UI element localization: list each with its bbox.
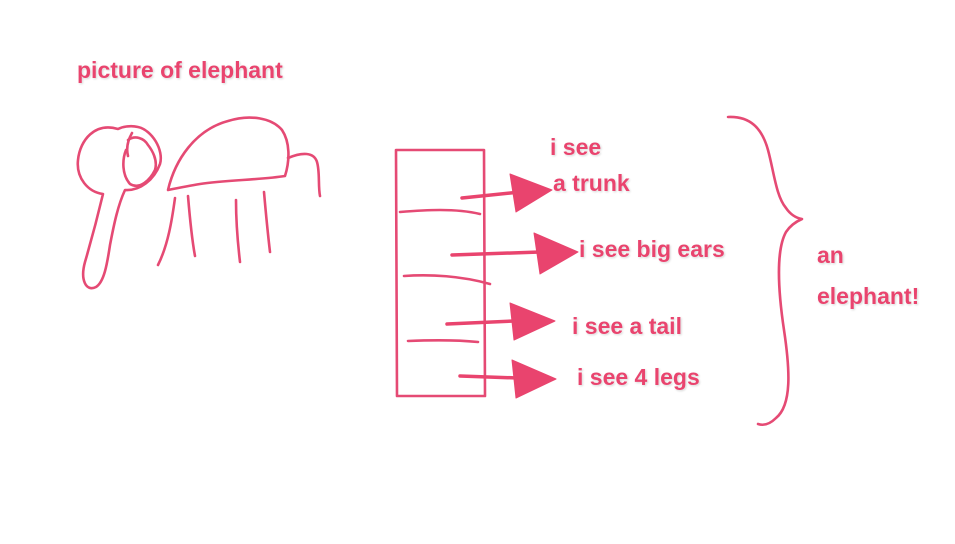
page-title: picture of elephant (77, 57, 283, 83)
feature-label-legs: i see 4 legs (577, 364, 700, 390)
elephant-sketch-icon (76, 116, 322, 290)
feature-label-trunk-line1: i see (550, 134, 602, 160)
feature-label-tail: i see a tail (572, 313, 682, 339)
feature-label-ears: i see big ears (579, 236, 725, 262)
arrow-ears (450, 232, 579, 275)
arrow-trunk (460, 173, 553, 213)
feature-detector-box (394, 148, 492, 398)
arrow-tail (445, 302, 556, 341)
curly-brace-icon (726, 115, 804, 427)
conclusion-line1: an (817, 242, 844, 268)
conclusion-line2: elephant! (817, 283, 920, 309)
feature-label-trunk-line2: a trunk (553, 170, 630, 196)
arrow-legs (458, 359, 557, 399)
